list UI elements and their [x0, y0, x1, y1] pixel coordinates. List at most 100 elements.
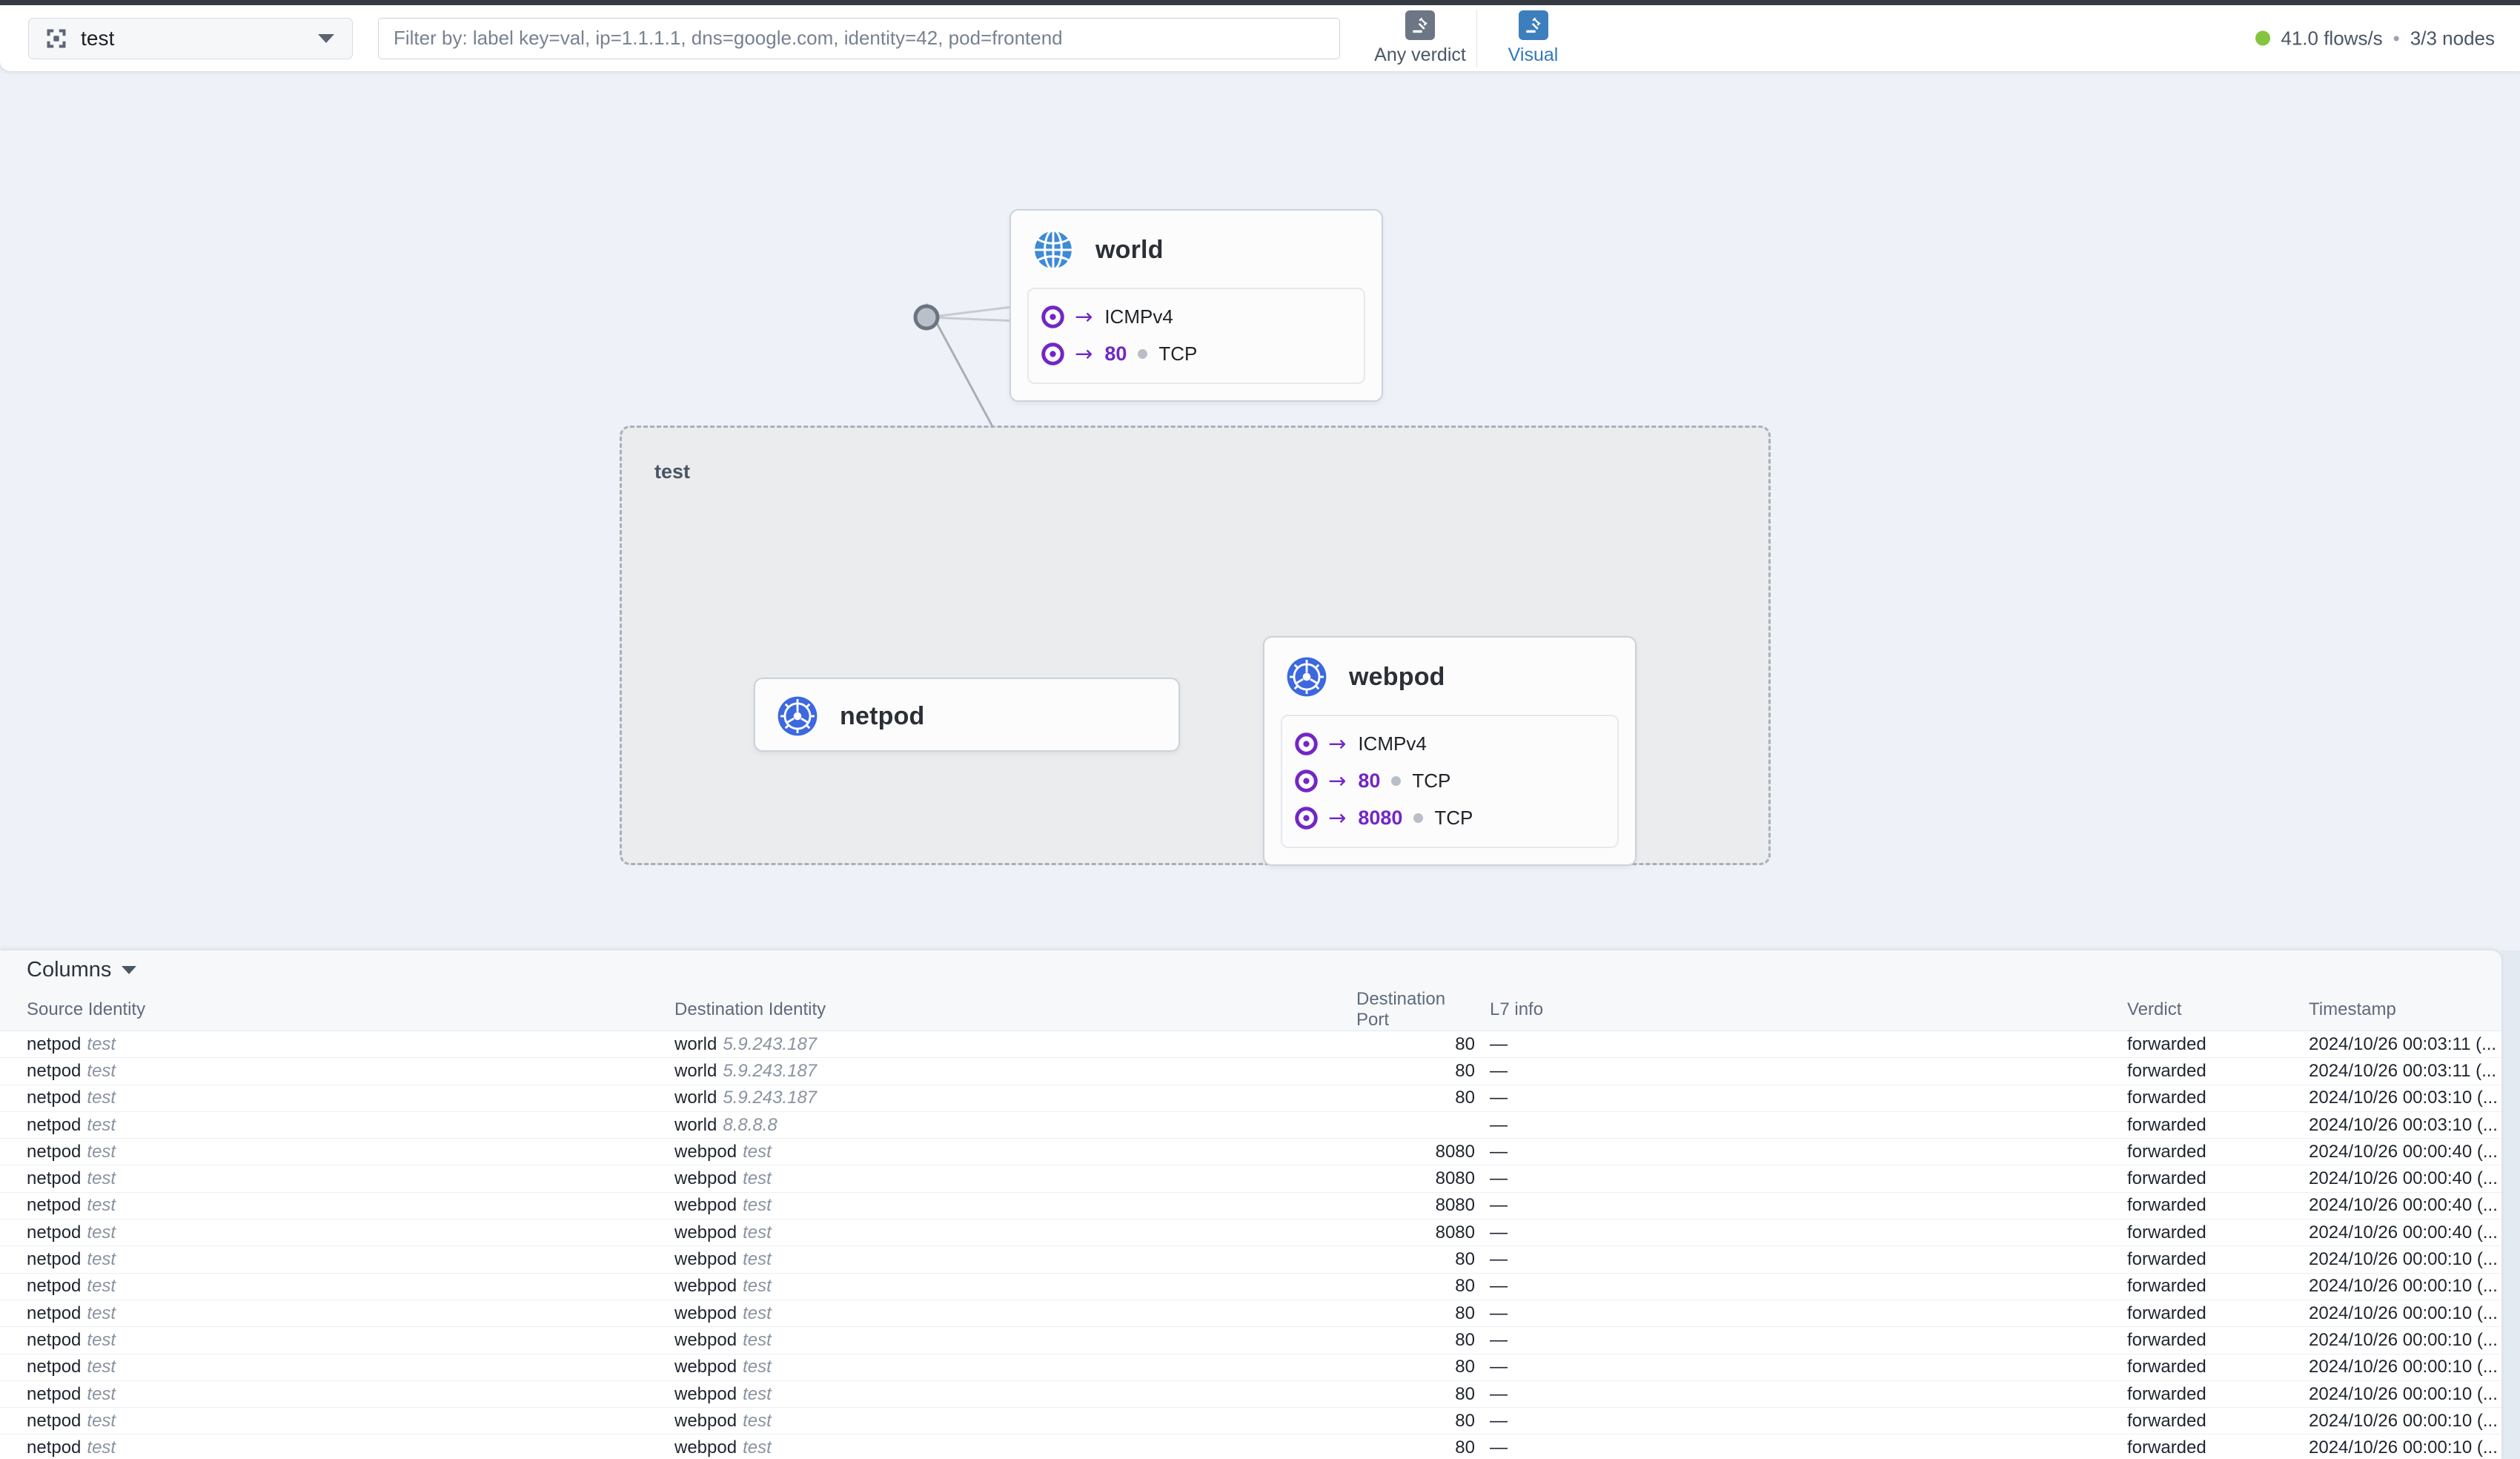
col-header-destination-identity[interactable]: Destination Identity: [674, 989, 1356, 1031]
port-row[interactable]: → 80 TCP: [1041, 335, 1352, 372]
destination-identity-name: webpod: [674, 1357, 737, 1377]
visual-button[interactable]: Visual: [1476, 9, 1589, 67]
cell-verdict: forwarded: [2127, 1084, 2309, 1112]
namespace-selector-label: test: [81, 26, 115, 50]
source-identity-name: netpod: [27, 1141, 82, 1162]
source-identity-namespace: test: [87, 1303, 116, 1323]
cell-l7-info: —: [1475, 1299, 2127, 1327]
source-identity-name: netpod: [27, 1249, 82, 1270]
protocol-dot-icon: [1391, 775, 1402, 786]
destination-identity-detail: test: [743, 1410, 772, 1431]
cell-destination-port: [1356, 1111, 1475, 1139]
port-row[interactable]: → 80 TCP: [1294, 762, 1605, 799]
app-header: test Any verdict: [0, 5, 2520, 71]
port-row[interactable]: → ICMPv4: [1294, 725, 1605, 762]
cell-verdict: forwarded: [2127, 1245, 2309, 1274]
destination-identity-detail: test: [743, 1141, 772, 1162]
source-identity-namespace: test: [87, 1141, 116, 1162]
destination-identity-name: webpod: [674, 1195, 737, 1216]
source-identity-name: netpod: [27, 1088, 82, 1108]
cell-verdict: forwarded: [2127, 1407, 2309, 1435]
flows-rate-label: 41.0 flows/s: [2281, 27, 2383, 49]
destination-identity-detail: 5.9.243.187: [723, 1060, 818, 1081]
cell-destination-port: 8080: [1356, 1191, 1475, 1220]
cell-destination-port: 80: [1356, 1272, 1475, 1300]
cell-l7-info: —: [1475, 1272, 2127, 1300]
source-identity-name: netpod: [27, 1357, 82, 1377]
chevron-down-icon[interactable]: [318, 33, 334, 43]
source-identity-namespace: test: [87, 1438, 116, 1458]
search-input[interactable]: [379, 18, 1339, 59]
chevron-down-icon[interactable]: [122, 965, 137, 974]
col-header-l7-info[interactable]: L7 info: [1475, 989, 2127, 1031]
col-header-verdict[interactable]: Verdict: [2127, 989, 2309, 1031]
destination-identity-detail: test: [743, 1222, 772, 1243]
cell-timestamp: 2024/10/26 00:00:10 (...: [2309, 1380, 2501, 1408]
cell-l7-info: —: [1475, 1353, 2127, 1381]
cell-destination-port: 80: [1356, 1326, 1475, 1354]
cell-destination-port: 80: [1356, 1380, 1475, 1408]
cell-l7-info: —: [1490, 1033, 1508, 1054]
source-identity-name: netpod: [27, 1438, 82, 1458]
destination-identity-detail: 5.9.243.187: [723, 1088, 818, 1108]
source-identity-namespace: test: [87, 1276, 116, 1297]
destination-identity-name: world: [674, 1114, 717, 1135]
gavel-icon: [1405, 10, 1435, 40]
cell-timestamp: 2024/10/26 00:00:10 (...: [2309, 1245, 2501, 1274]
col-header-destination-port[interactable]: Destination Port: [1356, 989, 1475, 1031]
flows-table-panel: Columns Source Identity Destination Iden…: [0, 950, 2501, 1459]
cell-timestamp: 2024/10/26 00:00:10 (...: [2309, 1353, 2501, 1381]
col-header-source-identity[interactable]: Source Identity: [0, 989, 674, 1031]
node-card-webpod[interactable]: webpod → ICMPv4: [1263, 636, 1637, 866]
service-map-canvas[interactable]: test: [0, 71, 2520, 950]
cell-verdict: forwarded: [2127, 1057, 2309, 1085]
columns-button[interactable]: Columns: [27, 958, 137, 982]
cell-timestamp: 2024/10/26 00:03:11 (...: [2309, 1057, 2501, 1085]
port-number: 80: [1104, 342, 1127, 365]
source-identity-name: netpod: [27, 1195, 82, 1216]
port-row[interactable]: → 8080 TCP: [1294, 799, 1605, 836]
node-card-world[interactable]: world → ICMPv4: [1009, 209, 1383, 402]
any-verdict-button[interactable]: Any verdict: [1364, 10, 1476, 67]
cell-l7-info: —: [1475, 1111, 2127, 1139]
port-target-icon: [1294, 769, 1319, 793]
port-row[interactable]: → ICMPv4: [1041, 298, 1352, 335]
destination-identity-name: webpod: [674, 1383, 737, 1404]
destination-identity-detail: test: [743, 1168, 772, 1189]
flow-filter-field[interactable]: [378, 17, 1340, 59]
node-card-netpod[interactable]: netpod: [754, 678, 1180, 752]
cell-timestamp: 2024/10/26 00:00:40 (...: [2309, 1191, 2501, 1220]
cell-timestamp: 2024/10/26 00:00:40 (...: [2309, 1165, 2501, 1193]
col-header-timestamp[interactable]: Timestamp: [2309, 989, 2501, 1031]
namespace-selector[interactable]: test: [28, 17, 353, 59]
cell-destination-port: 80: [1356, 1353, 1475, 1381]
visual-label: Visual: [1508, 44, 1559, 65]
